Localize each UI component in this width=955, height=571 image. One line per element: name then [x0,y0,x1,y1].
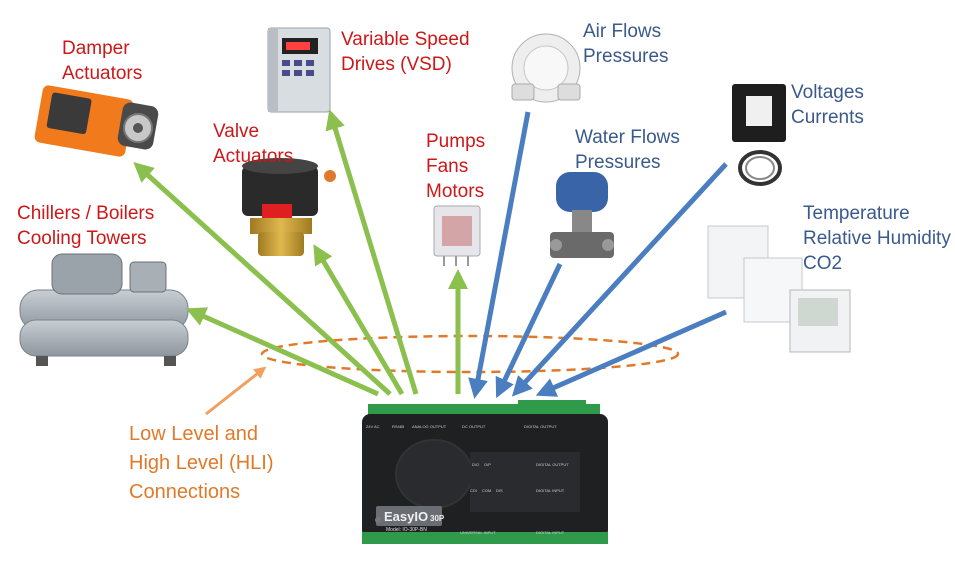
damper-label: Damper Actuators [62,36,142,86]
arrow-from-water [495,262,563,399]
arrow-to-valve [313,244,405,396]
vsd-label-line2: Drives (VSD) [341,54,452,75]
room-sensors-image [707,225,851,353]
damper-label-line1: Damper [62,38,130,59]
arrow-to-vsd [325,109,419,395]
water-pressure-transmitter-image [550,172,614,258]
vsd-image [267,27,331,113]
controller-panel-label-1: DIGITAL INPUT [536,488,565,493]
controller-top-label-2: ANALOG OUTPUT [412,424,447,429]
controller-panel-label-3: O/P [484,462,491,467]
controller-top-label-3: DC OUTPUT [462,424,486,429]
connections-label-line1: Low Level and [129,423,258,445]
arrow-from-temperature [535,309,728,397]
valve-label: Valve Actuators [213,119,293,169]
valve-label-line1: Valve [213,121,260,142]
temperature-label: Temperature Relative Humidity CO2 [803,201,951,276]
water-label: Water Flows Pressures [575,125,680,175]
controller-panel-label-4: CDI [470,488,477,493]
chillers-label-line2: Cooling Towers [17,228,147,249]
chillers-label-line1: Chillers / Boilers [17,203,155,224]
controller-bottom-label-1: DIGITAL INPUT [536,530,565,535]
pumps-label-line2: Fans [426,156,469,177]
voltage-label-line1: Voltages [791,82,864,103]
connections-label: Low Level and High Level (HLI) Connectio… [129,420,274,507]
vsd-label: Variable Speed Drives (VSD) [341,27,470,77]
current-transducer-image [732,84,786,186]
arrow-connections [205,366,267,416]
valve-label-line2: Actuators [213,146,294,167]
easyio-controller [362,400,608,544]
controller-bottom-label-0: UNIVERSAL INPUT [460,530,496,535]
controller-top-label-0: 24V AC [366,424,380,429]
controller-panel-label-2: D/O [472,462,479,467]
controller-panel-label-0: DIGITAL OUTPUT [536,462,569,467]
air-label: Air Flows Pressures [583,19,669,69]
chillers-label: Chillers / Boilers Cooling Towers [17,201,154,251]
controller-top-label-4: DIGITAL OUTPUT [524,424,557,429]
air-label-line2: Pressures [583,46,669,67]
damper-label-line2: Actuators [62,63,143,84]
arrow-to-chillers [185,307,380,397]
air-label-line1: Air Flows [583,21,662,42]
controller-brand: EasyIO [384,509,428,524]
arrow-from-air [468,111,531,399]
chiller-image [19,253,189,366]
water-label-line2: Pressures [575,152,661,173]
temperature-label-line1: Temperature [803,203,910,224]
air-pressure-sensor-image [511,33,581,103]
temperature-label-line3: CO2 [803,253,843,274]
arrow-from-voltage [511,162,728,397]
damper-actuator-image [34,85,159,157]
relay-image [433,205,481,266]
connections-label-line3: Connections [129,481,241,503]
voltage-label-line2: Currents [791,107,864,128]
pumps-label-line3: Motors [426,181,485,202]
valve-actuator-image [242,158,336,256]
connections-ellipse [260,334,680,374]
arrow-to-damper [133,161,392,396]
controller-top-label-1: RS485 [392,424,405,429]
water-label-line1: Water Flows [575,127,680,148]
pumps-label-line1: Pumps [426,131,486,152]
vsd-label-line1: Variable Speed [341,29,470,50]
voltage-label: Voltages Currents [791,80,864,130]
temperature-label-line2: Relative Humidity [803,228,951,249]
controller-model-suffix: 30P [430,514,445,523]
connections-label-line2: High Level (HLI) [129,452,274,474]
controller-panel-label-5: COM [482,488,491,493]
controller-model-line: Model: IO-30P-BN [386,527,427,533]
pumps-label: Pumps Fans Motors [426,129,485,204]
controller-panel-label-6: DIS [496,488,503,493]
